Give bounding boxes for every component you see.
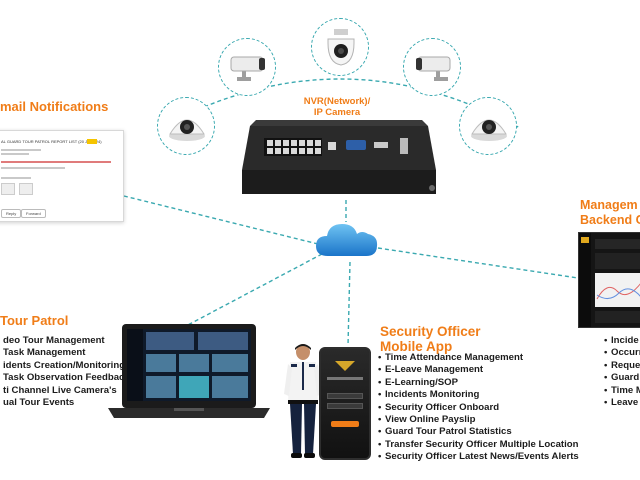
email-line [1, 177, 31, 179]
dome-camera-icon [169, 119, 205, 141]
bullet-camera-icon [230, 56, 265, 81]
email-line [1, 167, 65, 169]
bullet-camera-left [218, 38, 276, 96]
email-forward-button[interactable]: Forward [21, 209, 46, 218]
list-item: Transfer Security Officer Multiple Locat… [378, 439, 579, 452]
cloud-dashboard-link [377, 247, 579, 279]
phone-icon [319, 347, 371, 460]
phone-app-title [327, 377, 363, 380]
list-item: Task Observation Feedback [0, 372, 130, 384]
list-item: Leave [604, 397, 640, 410]
dome-camera-icon [471, 119, 507, 141]
security-guard-icon [284, 344, 322, 458]
email-report-header: AL GUARD TOUR PATROL REPORT LIST (20 Jul… [1, 139, 102, 144]
list-item: Guard [604, 372, 640, 385]
email-line [1, 153, 29, 155]
dome-camera-left [157, 97, 215, 155]
laptop-icon [108, 324, 270, 418]
nvr-label: NVR(Network)/ IP Camera [292, 96, 382, 118]
cloud-icon [316, 224, 378, 256]
email-line [1, 161, 111, 163]
dashboard-chart-lines [596, 283, 640, 300]
nvr-label-line2: IP Camera [313, 107, 361, 118]
dashboard-stats [595, 253, 640, 269]
tour-section-title: Tour Patrol [0, 313, 69, 328]
dashboard-sidebar [579, 233, 591, 327]
email-tag [87, 139, 97, 144]
bullet-camera-right [403, 38, 461, 96]
management-title-line1: Managem [580, 198, 638, 212]
list-item: Reques [604, 360, 640, 373]
cloud-laptop-link [185, 253, 323, 327]
dashboard-logo [581, 237, 589, 243]
officer-section-title: Security Officer Mobile App [380, 324, 481, 354]
list-item: E-Leave Management [378, 364, 579, 377]
email-reply-button[interactable]: Reply [1, 209, 22, 218]
phone-app-logo [335, 361, 355, 371]
officer-feature-list: Time Attendance Management E-Leave Manag… [378, 352, 579, 464]
list-item: idents Creation/Monitoring [0, 360, 130, 372]
list-item: deo Tour Management [0, 335, 130, 347]
email-section-title: mail Notifications [0, 99, 109, 114]
email-preview-card: AL GUARD TOUR PATROL REPORT LIST (20 Jul… [0, 130, 124, 222]
list-item: Time Attendance Management [378, 352, 579, 365]
list-item: Guard Tour Patrol Statistics [378, 426, 579, 439]
dashboard-footer [595, 311, 640, 323]
list-item: Security Officer Onboard [378, 402, 579, 415]
list-item: ual Tour Events [0, 397, 130, 409]
dashboard-header [595, 239, 640, 249]
list-item: Occurr [604, 347, 640, 360]
phone-username-field[interactable] [327, 393, 363, 399]
list-item: View Online Payslip [378, 414, 579, 427]
phone-login-button[interactable] [331, 421, 359, 427]
nvr-label-line1: NVR(Network)/ [303, 96, 371, 107]
list-item: Task Management [0, 347, 130, 359]
tour-feature-list: deo Tour Management Task Management iden… [0, 335, 130, 409]
ptz-camera-icon [327, 29, 355, 66]
list-item: Time M [604, 385, 640, 398]
management-feature-list: Incide Occurr Reques Guard Time M Leave [604, 335, 640, 410]
dashboard-monitor-icon [578, 232, 640, 328]
email-thumbnail [19, 183, 33, 195]
email-thumbnail [1, 183, 15, 195]
management-section-title: Managem Backend C [580, 198, 640, 227]
ptz-camera [311, 18, 369, 76]
nvr-device-icon [242, 120, 436, 194]
bullet-camera-icon [416, 56, 451, 81]
cloud-email-link [123, 195, 319, 245]
dashboard-chart [595, 273, 640, 307]
list-item: Incide [604, 335, 640, 348]
list-item: Incidents Monitoring [378, 389, 579, 402]
phone-password-field[interactable] [327, 403, 363, 409]
list-item: E-Learning/SOP [378, 377, 579, 390]
dome-camera-right [459, 97, 517, 155]
list-item: Security Officer Latest News/Events Aler… [378, 451, 579, 464]
officer-title-line1: Security Officer [380, 324, 481, 339]
list-item: ti Channel Live Camera's [0, 385, 130, 397]
email-line [1, 149, 41, 151]
officer-title-line2: Mobile App [380, 339, 453, 354]
management-title-line2: Backend C [580, 212, 640, 227]
cloud-phone-link [347, 261, 351, 347]
